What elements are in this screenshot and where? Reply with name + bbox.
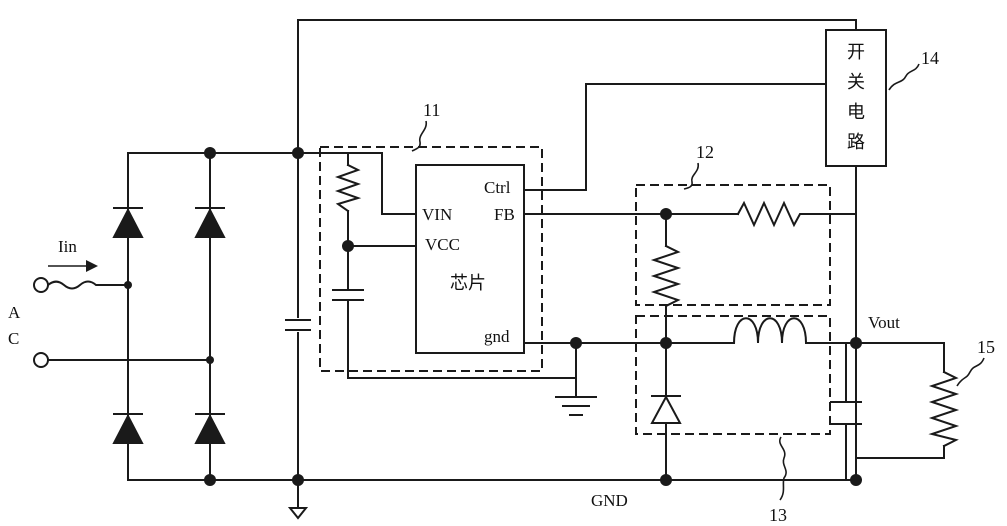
diode-d2 — [194, 207, 226, 238]
current-arrow-icon — [48, 260, 98, 272]
label-pin-vcc: VCC — [425, 235, 460, 254]
label-pin-gnd: gnd — [484, 327, 510, 346]
switch-label-char-4: 路 — [847, 132, 865, 153]
ac-terminal-c — [33, 352, 49, 368]
chip-body — [415, 164, 525, 354]
callout-11: 11 — [423, 100, 440, 120]
feedback-wiring — [665, 213, 857, 344]
label-gnd: GND — [591, 491, 628, 510]
startup-resistor — [334, 163, 362, 213]
callout-leader-14 — [888, 63, 920, 91]
label-pin-fb: FB — [494, 205, 515, 224]
group-box-13 — [635, 315, 831, 435]
callout-leader-12 — [683, 162, 700, 190]
freewheel-diode — [650, 394, 682, 424]
ground-symbol-signal — [555, 396, 597, 416]
callout-leader-11 — [411, 120, 428, 152]
label-chip: 芯片 — [450, 273, 486, 294]
label-ac-a: A — [8, 303, 21, 322]
diode-d1 — [112, 207, 144, 238]
label-pin-vin: VIN — [422, 205, 452, 224]
switch-label-char-2: 关 — [847, 72, 865, 93]
chip-wiring — [297, 152, 667, 396]
switch-label-char-1: 开 — [847, 42, 865, 63]
ac-terminal-a — [33, 277, 49, 293]
callout-leader-13 — [779, 436, 787, 501]
output-capacitor — [830, 401, 862, 425]
vcc-capacitor — [332, 289, 364, 301]
load-resistor — [928, 370, 960, 448]
bulk-capacitor — [284, 318, 312, 332]
callout-12: 12 — [696, 142, 714, 162]
callout-14: 14 — [921, 48, 939, 68]
label-ac-c: C — [8, 329, 19, 348]
switch-circuit-box — [825, 29, 887, 167]
group-box-12 — [635, 184, 831, 306]
buck-inductor — [732, 317, 809, 345]
switch-label-char-3: 电 — [847, 102, 865, 123]
label-vout: Vout — [868, 313, 900, 332]
switch-circuit-label: 开 关 电 路 — [847, 42, 865, 153]
callout-13: 13 — [769, 505, 787, 525]
callout-15: 15 — [977, 337, 995, 357]
callout-leader-15 — [956, 357, 985, 387]
junction-dots — [124, 147, 862, 486]
buck-wiring — [665, 342, 945, 481]
diode-d3 — [112, 413, 144, 444]
label-iin: Iin — [58, 237, 77, 256]
feedback-resistor-lower — [650, 244, 682, 308]
feedback-resistor-upper — [736, 200, 805, 228]
label-pin-ctrl: Ctrl — [484, 178, 511, 197]
top-wiring — [297, 19, 857, 481]
bridge-diodes — [112, 207, 226, 444]
diode-d4 — [194, 413, 226, 444]
ground-symbol-main — [287, 507, 309, 520]
